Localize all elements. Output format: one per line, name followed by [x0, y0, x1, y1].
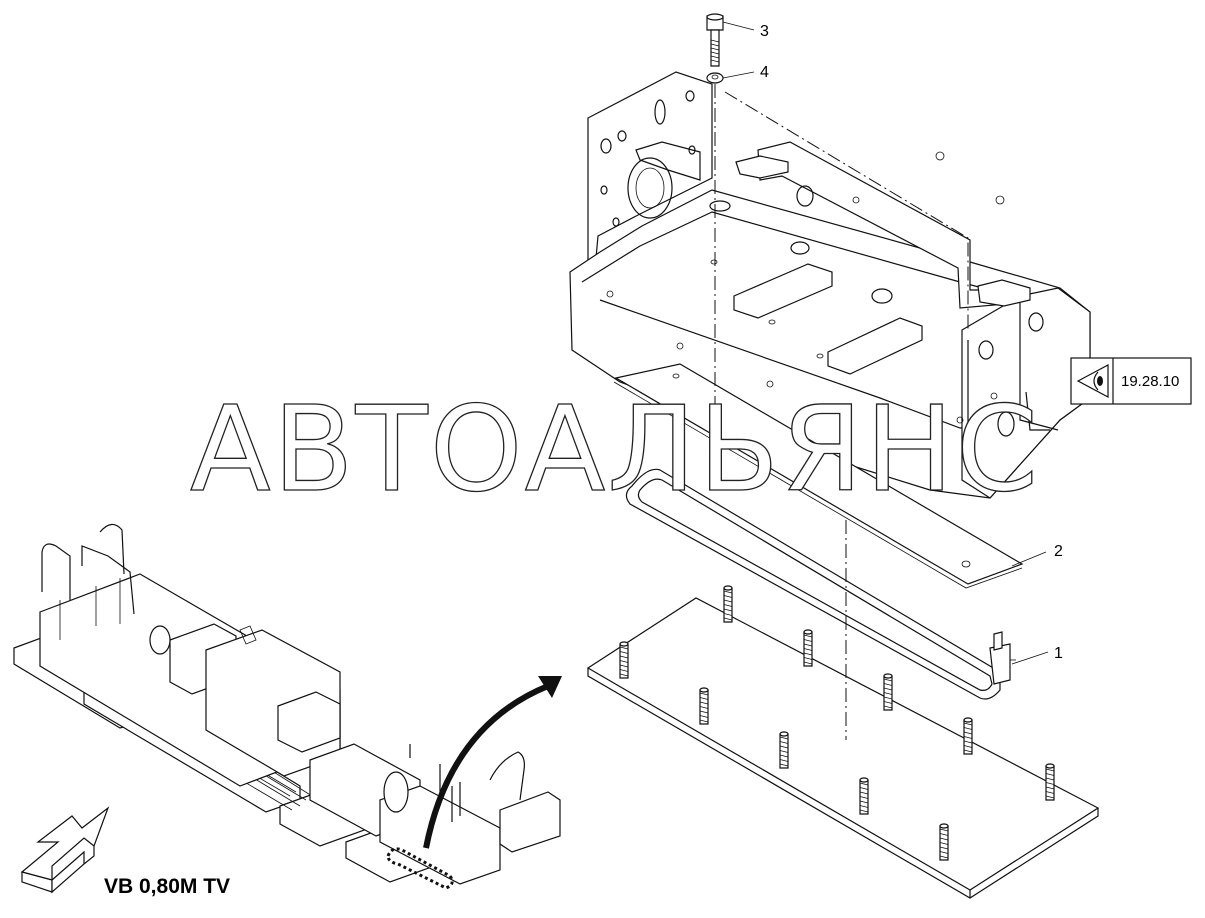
callout-leaders: [722, 21, 1049, 665]
threaded-stud: [939, 823, 949, 861]
threaded-stud: [779, 731, 789, 769]
watermark: АВТОАЛЬЯНС: [190, 380, 1040, 518]
bolt-part-3: [706, 13, 724, 67]
stud-group: [619, 585, 1055, 861]
threaded-stud: [859, 777, 869, 815]
direction-arrow-icon: [20, 806, 110, 894]
threaded-stud: [883, 673, 893, 711]
callout-1: 1: [1054, 645, 1063, 662]
threaded-stud: [1045, 763, 1055, 801]
callout-3: 3: [760, 23, 769, 40]
reference-box: 19.28.10: [1070, 357, 1192, 405]
threaded-stud: [699, 687, 709, 725]
machine-overview: [13, 523, 561, 890]
callout-2: 2: [1054, 543, 1063, 560]
reference-number: 19.28.10: [1121, 373, 1179, 390]
eye-view-icon: [1076, 364, 1109, 398]
washer-part-4: [706, 72, 724, 84]
frame-housing: [569, 71, 1091, 499]
callout-4: 4: [760, 64, 769, 81]
machine-model-label: VB 0,80M TV: [104, 875, 230, 898]
threaded-stud: [803, 629, 813, 667]
threaded-stud: [619, 641, 629, 679]
base-plate: [586, 597, 1100, 899]
assembly-centerlines: [714, 84, 969, 740]
cover-plate-part-2: [613, 363, 1024, 589]
gasket-part-1: [625, 468, 1016, 700]
highlighted-gasket-location: [386, 847, 454, 890]
transition-arrow-icon: [423, 676, 562, 849]
threaded-stud: [723, 585, 733, 623]
threaded-stud: [963, 717, 973, 755]
